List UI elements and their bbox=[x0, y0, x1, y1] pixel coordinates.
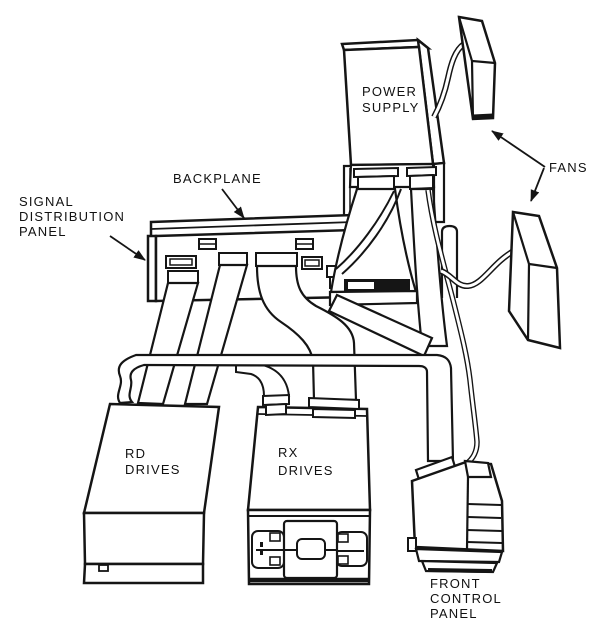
power-supply-label-line1: POWER bbox=[362, 84, 417, 99]
fan-top-cable bbox=[431, 41, 466, 119]
fan-bottom bbox=[507, 210, 562, 350]
front-control-panel-label-line3: PANEL bbox=[430, 606, 478, 621]
backplane-label: BACKPLANE bbox=[173, 171, 262, 186]
rd-drives-label-line1: RD bbox=[125, 446, 146, 461]
ribbon-to-rx-narrow bbox=[235, 359, 291, 397]
arrow-to-backplane bbox=[221, 188, 245, 219]
rx-top-connectors bbox=[262, 393, 360, 420]
front-control-panel-label-line1: FRONT bbox=[430, 576, 481, 591]
power-supply-box: POWER SUPPLY bbox=[340, 37, 446, 224]
signal-distribution-panel-label-line2: DISTRIBUTION bbox=[19, 209, 125, 224]
arrow-to-fan-top bbox=[491, 130, 546, 168]
signal-distribution-panel-label-line3: PANEL bbox=[19, 224, 67, 239]
round-cable-front-panel bbox=[425, 189, 480, 467]
arrow-to-signal-distribution-panel bbox=[109, 235, 146, 261]
fan-bottom-cable bbox=[439, 249, 514, 289]
callouts: SIGNAL DISTRIBUTION PANEL BACKPLANE FANS… bbox=[19, 130, 588, 621]
rd-drives-label-line2: DRIVES bbox=[125, 462, 181, 477]
power-supply-connectors bbox=[353, 165, 437, 192]
signal-distribution-panel-label-line1: SIGNAL bbox=[19, 194, 74, 209]
fcp-cable-connector bbox=[463, 459, 493, 479]
arrow-to-fan-bottom bbox=[530, 167, 545, 202]
rx-drive-latch bbox=[296, 538, 326, 560]
rd-drives-box: RD DRIVES bbox=[82, 402, 221, 585]
rd-front-led bbox=[98, 564, 109, 572]
power-supply-label-line2: SUPPLY bbox=[362, 100, 420, 115]
power-wires bbox=[335, 188, 402, 275]
rx-drives-label-line2: DRIVES bbox=[278, 463, 334, 478]
rx-floppy-bezel bbox=[251, 519, 368, 580]
rx-drives-label-line1: RX bbox=[278, 445, 298, 460]
front-control-panel-label-line2: CONTROL bbox=[430, 591, 502, 606]
fan-top bbox=[457, 15, 497, 121]
rx-drives-box: RX DRIVES bbox=[246, 405, 372, 586]
front-control-panel-box bbox=[407, 455, 505, 574]
fans-label: FANS bbox=[549, 160, 588, 175]
cable-run-to-front-panel bbox=[116, 353, 455, 463]
